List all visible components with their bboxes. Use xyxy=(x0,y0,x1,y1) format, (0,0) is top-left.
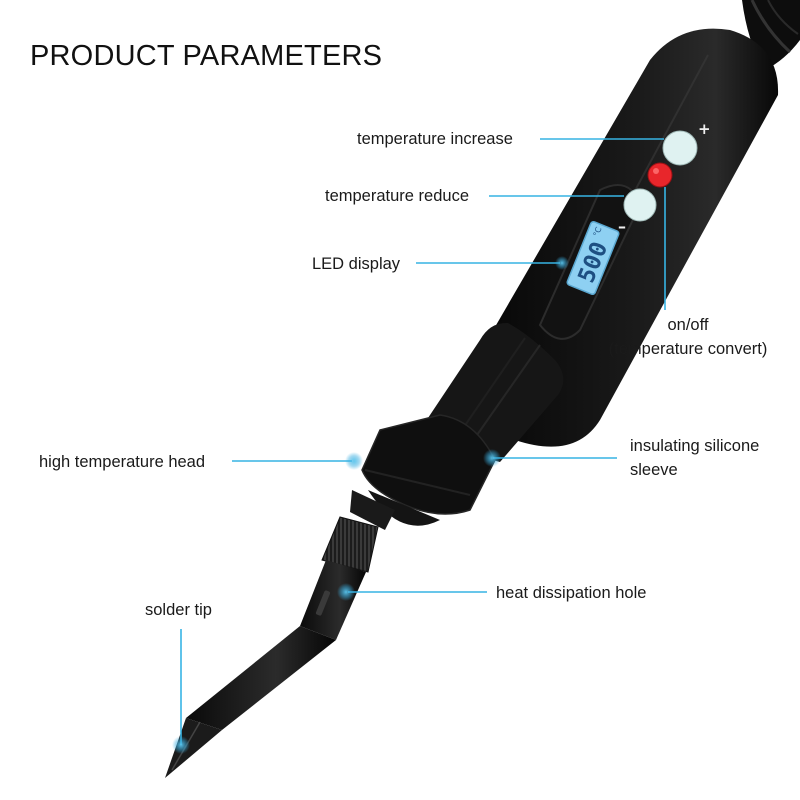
display-unit: °C xyxy=(592,225,604,238)
label-high-temperature-head: high temperature head xyxy=(39,453,206,471)
knurled-nut xyxy=(321,516,379,573)
label-solder-tip: solder tip xyxy=(145,601,212,619)
temperature-reduce-button[interactable] xyxy=(623,188,657,222)
label-sleeve-line2: sleeve xyxy=(630,461,678,479)
high-temperature-head xyxy=(361,414,496,515)
label-on-off: on/off (temperature convert) xyxy=(588,313,788,361)
plus-icon: + xyxy=(698,120,711,138)
page-title: PRODUCT PARAMETERS xyxy=(30,40,383,72)
solder-tip xyxy=(186,626,336,730)
tip-barrel xyxy=(300,560,366,640)
label-insulating-silicone-sleeve: insulating silicone sleeve xyxy=(630,434,795,482)
label-temperature-reduce: temperature reduce xyxy=(325,187,469,205)
label-on-off-line1: on/off xyxy=(667,316,709,334)
heat-dissipation-hole-shape xyxy=(315,590,331,616)
minus-icon: – xyxy=(618,217,626,236)
label-heat-dissipation-hole: heat dissipation hole xyxy=(496,584,647,602)
label-temperature-increase: temperature increase xyxy=(357,130,513,148)
label-on-off-line2: (temperature convert) xyxy=(608,340,768,358)
on-off-button[interactable] xyxy=(647,162,673,188)
temperature-increase-button[interactable] xyxy=(662,130,698,166)
callout-markers xyxy=(172,256,569,754)
label-led-display: LED display xyxy=(312,255,401,273)
callout-lines xyxy=(180,138,666,745)
label-sleeve-line1: insulating silicone xyxy=(630,437,760,455)
